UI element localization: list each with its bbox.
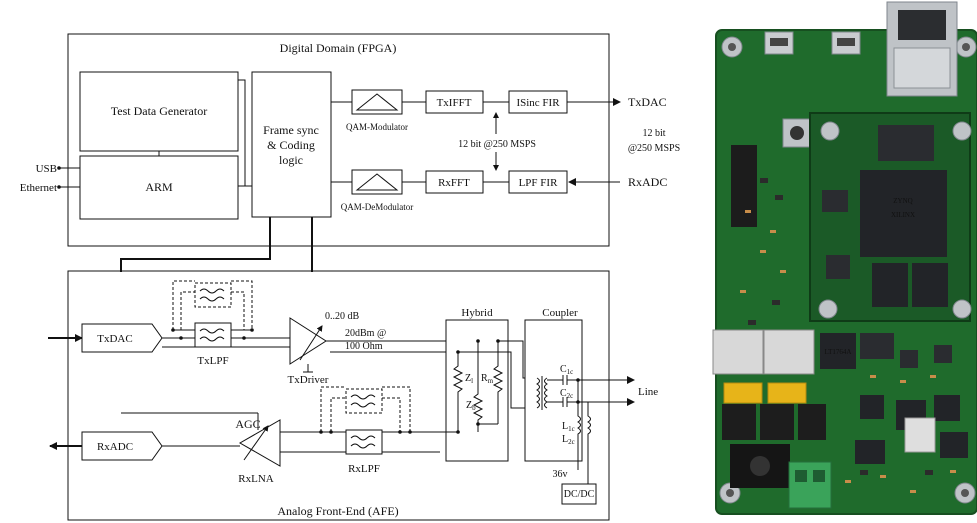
frame-sync-line1: Frame sync xyxy=(263,123,319,137)
frame-sync-line3: logic xyxy=(279,153,303,167)
c2c-label: C2c xyxy=(560,388,573,400)
digital-domain: Digital Domain (FPGA) Test Data Generato… xyxy=(20,33,680,247)
txdriver-label: TxDriver xyxy=(288,374,329,386)
qam-modulator-symbol xyxy=(355,93,399,111)
txdac-label: TxDAC xyxy=(97,333,132,345)
ram-chip-2 xyxy=(912,263,948,307)
ram-chip-1 xyxy=(872,263,908,307)
zb-resistor xyxy=(472,341,484,424)
dcdc-label: DC/DC xyxy=(564,489,595,500)
txdriver-amplifier xyxy=(289,317,327,365)
rxlna-amplifier xyxy=(238,419,281,467)
c1c-label: C1c xyxy=(560,364,573,376)
test-data-generator-label: Test Data Generator xyxy=(111,104,207,118)
test-data-generator-block xyxy=(79,71,239,152)
gain-range-label: 0..20 dB xyxy=(325,311,360,322)
transformer-part xyxy=(904,417,936,453)
coupler-box xyxy=(524,319,583,462)
pin-header xyxy=(731,145,757,227)
bits-right-line1: 12 bit xyxy=(642,128,665,139)
drive-spec-line2: 100 Ohm xyxy=(345,341,383,352)
zynq-chip xyxy=(860,170,947,257)
txifft-label: TxIFFT xyxy=(437,97,472,109)
zl-resistor xyxy=(452,352,464,432)
tdg-framesync-link xyxy=(238,79,246,186)
txlpf-label: TxLPF xyxy=(197,355,228,367)
usb-dot xyxy=(57,166,61,170)
coupler-label: Coupler xyxy=(542,307,578,319)
bits-mid-label: 12 bit @250 MSPS xyxy=(458,139,536,150)
digital-domain-title: Digital Domain (FPGA) xyxy=(280,41,397,55)
transformer-secondary xyxy=(544,377,548,409)
rxfft-label: RxFFT xyxy=(438,177,470,189)
analog-front-end: Analog Front-End (AFE) TxDAC TxLPF 0..20… xyxy=(48,258,658,521)
terminal-block xyxy=(788,461,832,509)
txdriver-gain-arrow xyxy=(299,325,323,361)
pcb-board-photo: ZYNQ XILINX LT1764A xyxy=(712,1,977,515)
hybrid-coupler-bottom xyxy=(458,351,535,409)
rxlpf-label: RxLPF xyxy=(348,463,380,475)
rxlpf-wave xyxy=(350,435,376,449)
dcdc-block xyxy=(561,483,597,505)
afe-border xyxy=(67,270,610,521)
regulator-label: LT1764A xyxy=(825,348,852,356)
transformer-primary xyxy=(536,377,540,409)
drive-spec-line1: 20dBm @ xyxy=(345,328,386,339)
txlpf-alt-bypass-inner xyxy=(180,291,245,330)
rxlpf-alt-filter xyxy=(345,388,383,414)
isinc-fir-label: ISinc FIR xyxy=(516,97,560,109)
tantalum-cap-2 xyxy=(767,382,807,404)
rxlna-agc-arrow xyxy=(243,425,269,461)
tantalum-cap-1 xyxy=(723,382,763,404)
rxlna-label: RxLNA xyxy=(238,473,274,485)
chip-brand: ZYNQ xyxy=(893,197,912,205)
txdac-out-label: TxDAC xyxy=(628,95,667,109)
ethernet-dot xyxy=(57,185,61,189)
txlpf-wave xyxy=(199,328,225,342)
lpf-fir-label: LPF FIR xyxy=(519,177,558,189)
inductor-1 xyxy=(712,329,764,375)
zb-label: Zb xyxy=(466,400,476,412)
voltage-label: 36v xyxy=(553,469,568,480)
bits-right-line2: @250 MSPS xyxy=(628,143,680,154)
line-label: Line xyxy=(638,386,658,398)
ethernet-label: Ethernet xyxy=(20,182,57,194)
flash-chip xyxy=(878,125,934,161)
usb-label: USB xyxy=(36,163,57,175)
hybrid-label: Hybrid xyxy=(461,307,493,319)
l2c-label: L2c xyxy=(562,434,575,446)
txdac-block xyxy=(81,323,163,353)
txlpf-alt-filter xyxy=(194,282,232,308)
frame-sync-line2: & Coding xyxy=(267,138,315,152)
txlpf-alt-wave xyxy=(199,288,225,302)
rxadc-block xyxy=(81,431,163,461)
afe-title: Analog Front-End (AFE) xyxy=(277,504,398,518)
rxlpf-alt-wave xyxy=(350,394,376,408)
arm-label: ARM xyxy=(145,180,173,194)
l2c-inductor xyxy=(587,402,591,484)
txlpf-filter xyxy=(194,322,232,348)
zl-label: Zl xyxy=(465,373,473,385)
regulator-ic xyxy=(820,333,856,369)
inductor-2 xyxy=(763,329,815,375)
l1c-inductor xyxy=(577,380,581,470)
rxlpf-filter xyxy=(345,429,383,455)
rxlpf-alt-bypass-inner xyxy=(330,397,401,432)
rxadc-in-label: RxADC xyxy=(628,175,667,189)
rm-label: Rm xyxy=(481,373,494,385)
rxadc-label: RxADC xyxy=(97,441,133,453)
l1c-label: L1c xyxy=(562,421,575,433)
frame-sync-block xyxy=(251,71,332,218)
qam-modulator-label: QAM-Modulator xyxy=(346,122,408,132)
arm-block xyxy=(79,155,239,220)
rxlpf-alt-bypass-outer xyxy=(320,386,411,432)
chip-vendor: XILINX xyxy=(891,211,915,219)
qam-demodulator-symbol xyxy=(355,173,399,191)
txlpf-alt-bypass-outer xyxy=(172,280,253,330)
qam-demodulator-label: QAM-DeModulator xyxy=(341,202,414,212)
rm-resistor xyxy=(492,341,504,424)
agc-label: AGC xyxy=(235,417,260,431)
